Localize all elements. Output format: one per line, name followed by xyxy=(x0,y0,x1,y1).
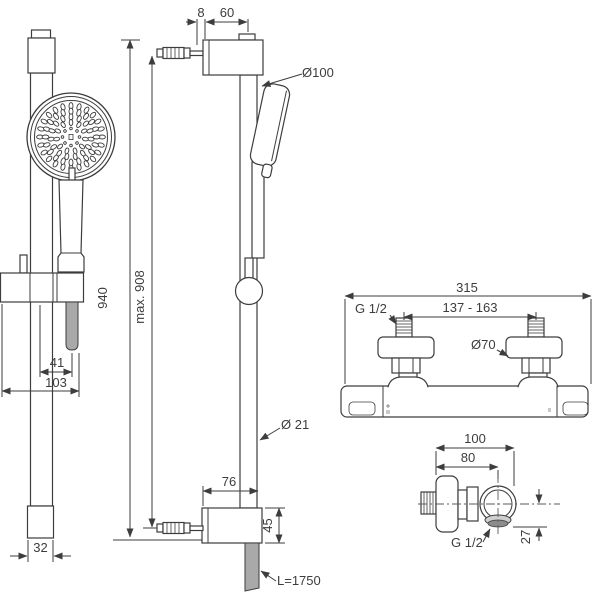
dim-max-fixing-height: max. 908 xyxy=(132,270,147,323)
shower-set-side-view xyxy=(156,33,291,592)
rail-top-cap xyxy=(27,37,56,74)
flow-handle-button xyxy=(562,401,589,416)
dim-head-diameter: Ø100 xyxy=(302,65,334,80)
dim-bottom-bracket-width: 76 xyxy=(222,474,236,489)
dim-hose-length: L=1750 xyxy=(277,573,321,588)
holder-knob xyxy=(234,276,264,306)
right-thread-connection xyxy=(527,317,545,338)
dim-holder-depth: 103 xyxy=(45,375,67,390)
dim-bracket-width: 60 xyxy=(220,5,234,20)
dim-bottom-bracket-height: 45 xyxy=(260,518,275,532)
front-view-dimensions: 32 41 103 940 max. 908 xyxy=(1,39,207,562)
dim-connection-distance: 137 - 163 xyxy=(443,300,498,315)
left-thread-connection xyxy=(395,317,413,338)
dim-outlet-offset: 27 xyxy=(518,530,533,544)
dim-mixer-depth: 100 xyxy=(464,431,486,446)
shower-set-front-view xyxy=(0,29,116,539)
rail-top-cap-upper xyxy=(30,29,52,39)
dim-total-height: 940 xyxy=(95,287,110,309)
shower-hose xyxy=(244,542,260,592)
dim-foot-width: 32 xyxy=(33,540,47,555)
temperature-handle-button xyxy=(348,401,376,416)
side-view-dimensions: 8 60 Ø100 Ø 21 76 45 L=1750 xyxy=(186,5,334,588)
spray-nozzle-pattern xyxy=(36,102,106,172)
right-inlet-dome xyxy=(517,376,559,388)
mixer-front-view xyxy=(340,317,589,418)
dim-rail-diameter: Ø 21 xyxy=(281,417,309,432)
temperature-scale-marks xyxy=(386,404,551,414)
left-inlet-dome xyxy=(387,376,429,388)
dim-escutcheon-diameter: Ø70 xyxy=(471,337,496,352)
hand-shower-head xyxy=(26,92,116,182)
top-wall-bracket xyxy=(202,39,264,76)
top-bracket-cap xyxy=(238,33,256,41)
mixer-front-dimensions: 315 137 - 163 G 1/2 Ø70 xyxy=(344,280,592,384)
holder-arm xyxy=(244,257,254,281)
mixer-body xyxy=(340,385,589,418)
bottom-wall-plug xyxy=(156,521,204,535)
dim-holder-offset: 41 xyxy=(50,355,64,370)
side-thread-connection xyxy=(420,491,437,515)
hose-front xyxy=(65,301,79,351)
dim-outlet-depth: 80 xyxy=(461,450,475,465)
mixer-side-view xyxy=(418,474,560,536)
bottom-wall-bracket xyxy=(201,507,263,544)
dim-thread-size: G 1/2 xyxy=(355,301,387,316)
mixer-side-dimensions: 100 80 27 G 1/2 xyxy=(435,431,547,550)
head-inlet xyxy=(68,167,76,182)
left-union-nut xyxy=(391,357,421,374)
left-escutcheon xyxy=(377,336,435,359)
top-wall-plug xyxy=(156,46,204,60)
dim-wall-offset: 8 xyxy=(197,5,204,20)
dim-mixer-width: 315 xyxy=(456,280,478,295)
hand-shower-side xyxy=(249,83,291,179)
hand-shower-handle xyxy=(57,179,85,273)
holder-bracket-front xyxy=(0,272,85,303)
right-union-nut xyxy=(521,357,551,374)
right-escutcheon xyxy=(505,336,563,359)
dim-outlet-thread: G 1/2 xyxy=(451,535,483,550)
holder-lever xyxy=(19,254,28,274)
rail-foot xyxy=(26,505,55,539)
